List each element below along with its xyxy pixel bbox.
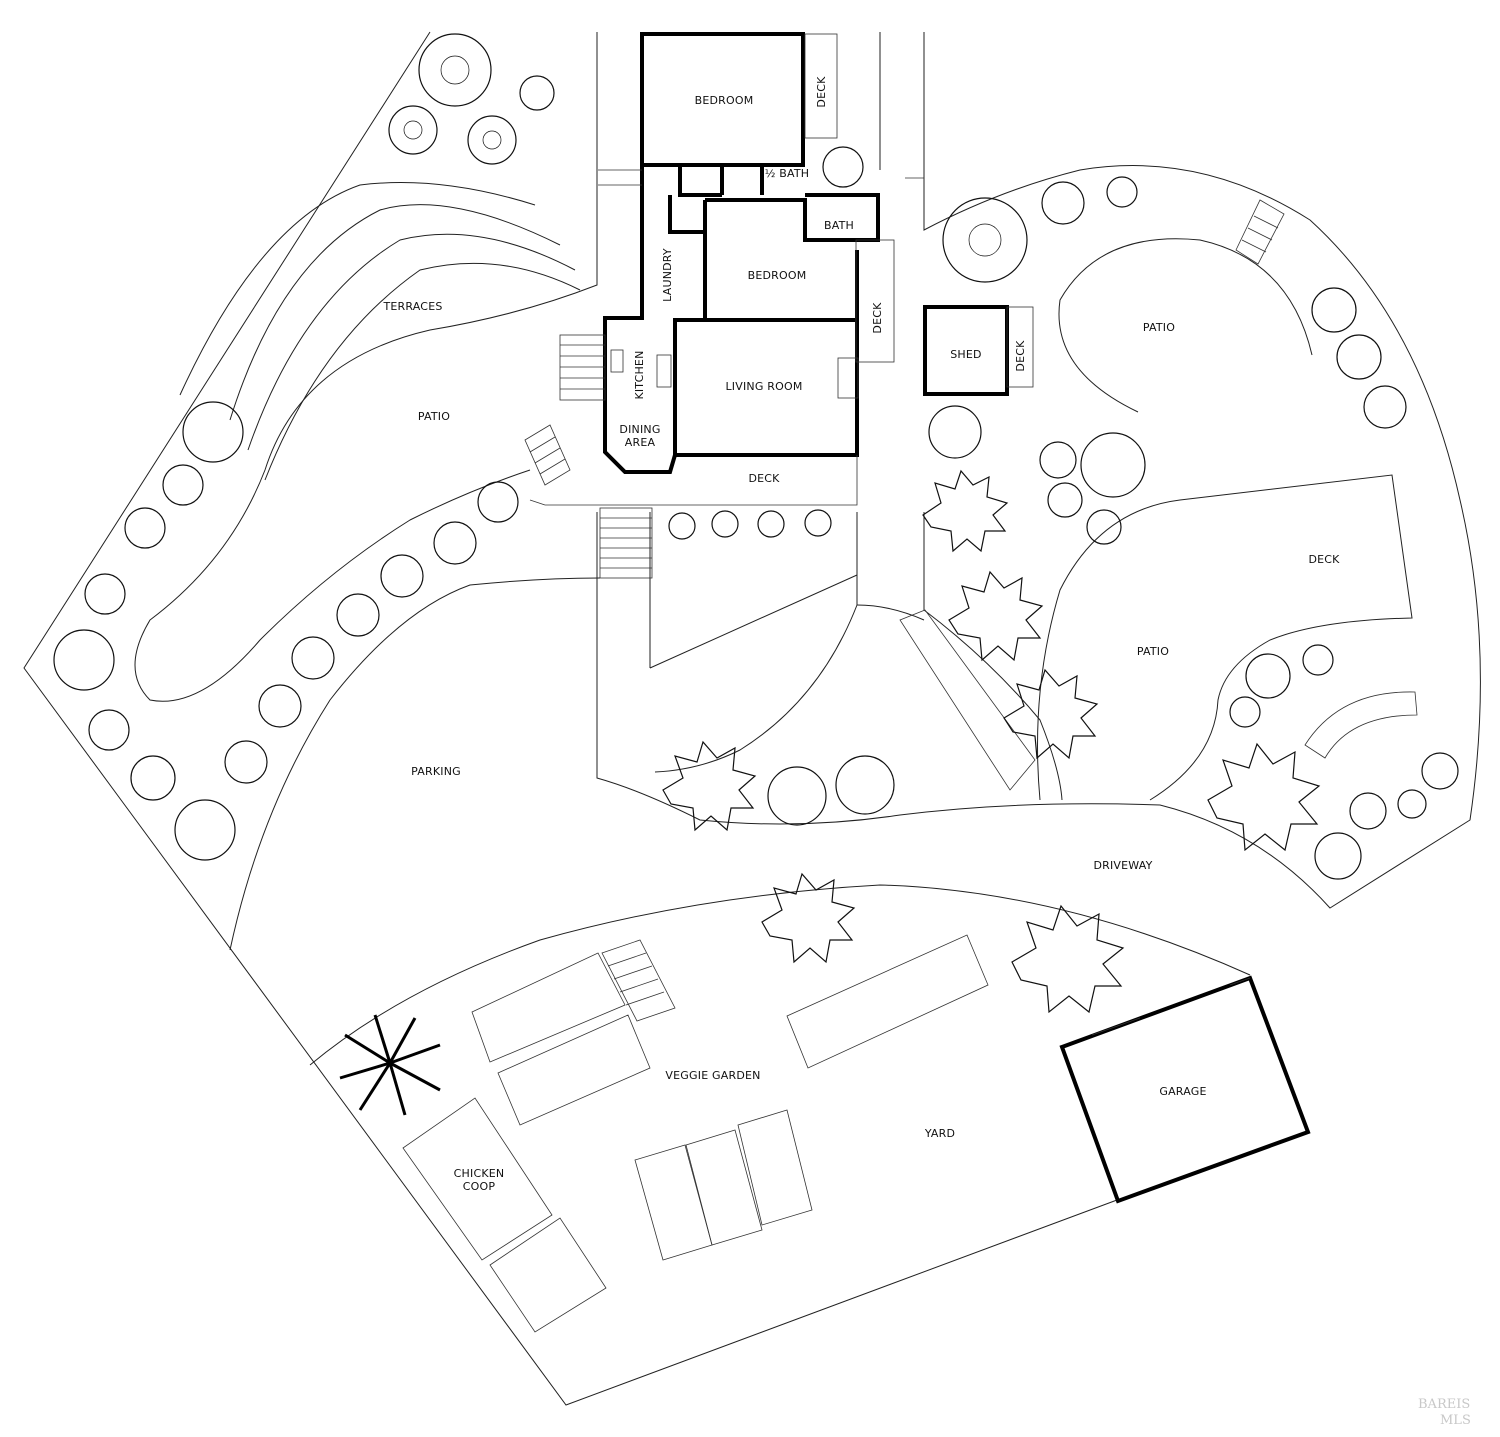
label-coop-2: COOP xyxy=(463,1180,496,1193)
bare-tree-icon xyxy=(339,1014,441,1116)
garden-beds xyxy=(402,934,1251,1333)
label-deck-upper: DECK xyxy=(815,76,828,108)
label-patio-mid-right: PATIO xyxy=(1137,645,1169,658)
label-dining-2: AREA xyxy=(625,436,656,449)
label-living-room: LIVING ROOM xyxy=(725,380,802,393)
label-garage: GARAGE xyxy=(1159,1085,1206,1098)
vegetation xyxy=(53,33,1459,1116)
secondary-outlines xyxy=(529,33,1034,506)
label-patio-left: PATIO xyxy=(418,410,450,423)
property-boundary xyxy=(23,31,1481,1406)
label-terraces: TERRACES xyxy=(382,300,442,313)
label-patio-upper-right: PATIO xyxy=(1143,321,1175,334)
deciduous-tree-icon xyxy=(53,33,1459,880)
watermark: BAREIS MLS xyxy=(1418,1397,1471,1428)
terrace-contours xyxy=(179,182,581,481)
label-driveway: DRIVEWAY xyxy=(1093,859,1152,872)
label-deck-east: DECK xyxy=(1308,553,1340,566)
label-deck-front: DECK xyxy=(748,472,780,485)
label-deck-right: DECK xyxy=(871,302,884,334)
house-walls xyxy=(603,32,1311,1204)
labels: BEDROOM DECK ½ BATH BATH LAUNDRY BEDROOM… xyxy=(382,76,1340,1193)
label-bedroom-upper: BEDROOM xyxy=(695,94,754,107)
label-half-bath: ½ BATH xyxy=(765,167,810,180)
palm-tree-icon xyxy=(662,469,1321,1014)
label-laundry: LAUNDRY xyxy=(661,248,674,302)
label-veggie-garden: VEGGIE GARDEN xyxy=(665,1069,760,1082)
label-dining-1: DINING xyxy=(619,423,660,436)
label-coop-1: CHICKEN xyxy=(454,1167,505,1180)
label-bath: BATH xyxy=(824,219,854,232)
label-yard: YARD xyxy=(924,1127,955,1140)
watermark-line2: MLS xyxy=(1440,1413,1471,1428)
label-deck-shed: DECK xyxy=(1014,340,1027,372)
label-bedroom-main: BEDROOM xyxy=(748,269,807,282)
label-kitchen: KITCHEN xyxy=(633,350,646,399)
watermark-line1: BAREIS xyxy=(1418,1397,1470,1412)
label-parking: PARKING xyxy=(411,765,461,778)
label-shed: SHED xyxy=(950,348,981,361)
stairs-icon xyxy=(524,199,1418,1022)
